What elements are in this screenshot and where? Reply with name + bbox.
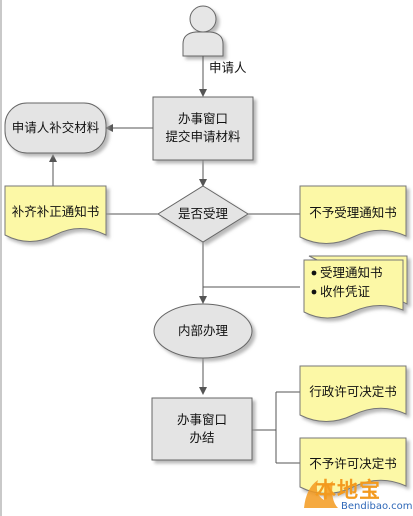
decision-label: 是否受理 [177,206,228,221]
watermark-logo: 本地宝 Bendibao.com [305,474,413,514]
window-edge [0,0,2,516]
window-submit-label-2: 提交申请材料 [165,129,241,144]
accept-item-2: 收件凭证 [320,284,371,299]
internal-label: 内部办理 [177,323,228,338]
supplement-materials-node [4,102,107,154]
supplement-notice-label: 补齐补正通知书 [11,204,100,219]
applicant-label: 申请人 [209,60,247,75]
person-icon [182,5,224,57]
license-decision-node [299,365,407,422]
bullet-icon [311,289,317,295]
accept-docs-node [303,255,408,319]
internal-node [153,303,253,359]
bullet-icon [311,270,317,276]
supplement-materials-label: 申请人补交材料 [11,120,100,135]
watermark-brand: 本地宝 [315,478,381,502]
accept-item-1: 受理通知书 [320,265,383,280]
window-close-node [151,397,253,461]
reject-notice-node [299,185,407,244]
license-decision-label: 行政许可决定书 [309,384,397,399]
reject-notice-label: 不予受理通知书 [309,205,397,220]
watermark-url: Bendibao.com [341,501,413,512]
supplement-notice-node [4,185,107,242]
window-submit-node [152,96,254,161]
window-close-label-2: 办结 [189,430,215,445]
window-submit-label-1: 办事窗口 [177,111,228,126]
decision-node [157,185,249,243]
watermark-flame-icon [304,480,338,508]
no-license-decision-label: 不予许可决定书 [309,456,397,471]
connectors [49,56,300,464]
window-close-label-1: 办事窗口 [176,412,227,427]
